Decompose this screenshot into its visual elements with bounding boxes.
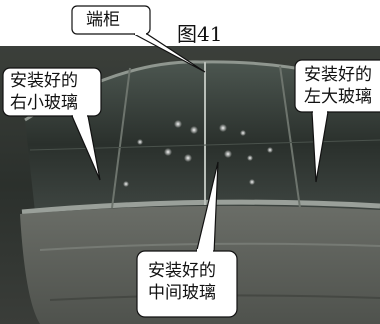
callout-end-cabinet: 端柜 bbox=[86, 9, 120, 31]
callout-right-small-glass-line1: 安装好的 bbox=[10, 71, 78, 91]
callout-left-large-glass: 安装好的 左大玻璃 bbox=[304, 64, 372, 108]
glass-divider-left bbox=[111, 67, 131, 209]
callout-box-end-cabinet bbox=[71, 5, 151, 35]
callout-left-large-glass-line1: 安装好的 bbox=[304, 65, 372, 85]
callout-right-small-glass-line2: 右小玻璃 bbox=[10, 93, 78, 113]
lid-front-edge bbox=[21, 199, 380, 215]
callout-box-left-large-glass bbox=[294, 59, 380, 113]
callout-right-small-glass: 安装好的 右小玻璃 bbox=[10, 70, 78, 114]
glass-divider-right bbox=[279, 65, 301, 209]
callout-middle-glass-line1: 安装好的 bbox=[148, 261, 216, 281]
callout-left-large-glass-line2: 左大玻璃 bbox=[304, 87, 372, 107]
callout-box-middle-glass bbox=[136, 250, 238, 318]
glass-lids bbox=[25, 61, 380, 212]
callout-box-right-small-glass bbox=[2, 67, 102, 117]
callout-end-cabinet-label: 端柜 bbox=[86, 10, 120, 30]
callout-middle-glass: 安装好的 中间玻璃 bbox=[148, 260, 216, 304]
figure-title: 图41 bbox=[177, 22, 223, 46]
callout-middle-glass-line2: 中间玻璃 bbox=[148, 283, 216, 303]
